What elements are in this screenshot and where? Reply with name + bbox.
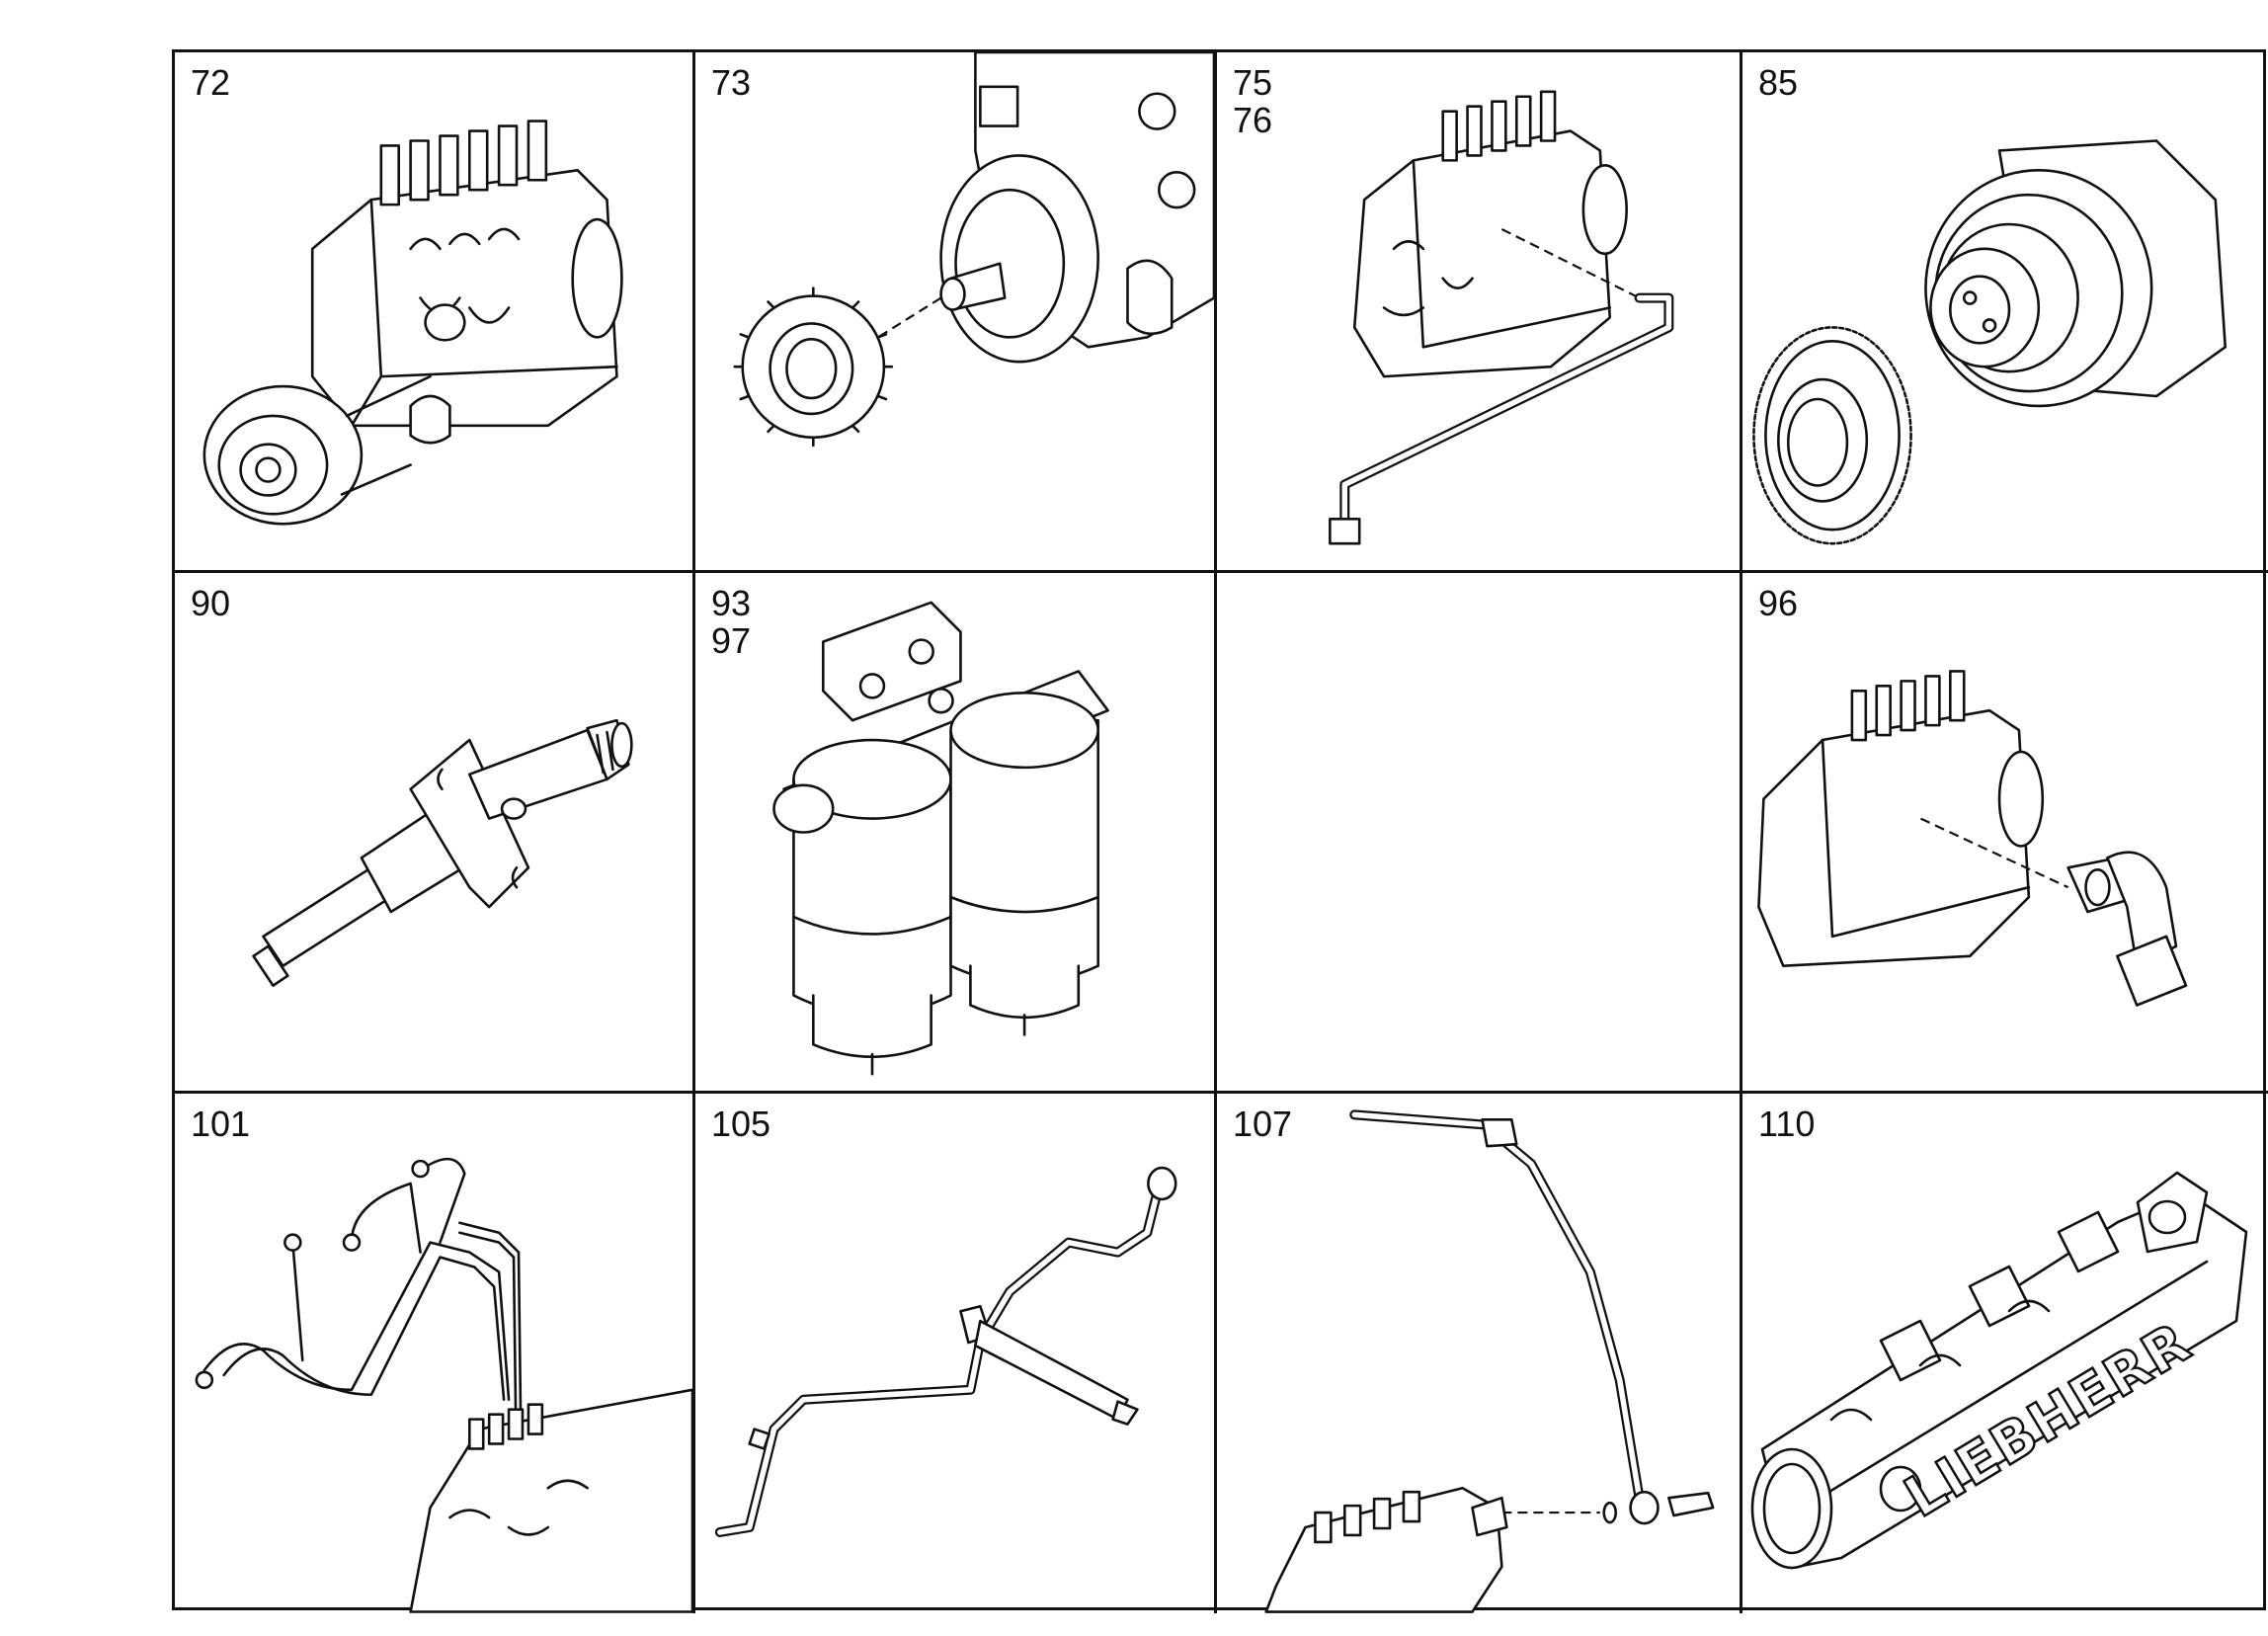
part-number: 96	[1758, 583, 1799, 623]
parts-grid: 72	[172, 49, 2268, 1613]
cell-110: 110 LIEBHERR	[1742, 1094, 2268, 1613]
pump-with-elbow-fitting-illustration	[1742, 573, 2268, 1091]
part-number-labels: 110	[1758, 1105, 1815, 1143]
cell-93-97: 93 97	[695, 573, 1217, 1094]
part-number: 76	[1233, 100, 1273, 140]
part-number-labels: 101	[191, 1105, 250, 1143]
cell-96: 96	[1742, 573, 2268, 1094]
drive-gear-and-coupling-illustration	[1742, 52, 2268, 570]
part-number-labels: 75 76	[1233, 64, 1272, 139]
cell-105: 105	[695, 1094, 1217, 1613]
part-number: 110	[1758, 1104, 1816, 1144]
leak-off-line-with-injector-illustration	[695, 1094, 1214, 1613]
part-number-labels: 85	[1758, 64, 1798, 102]
cell-empty	[1217, 573, 1742, 1094]
part-number: 93	[711, 583, 752, 623]
part-number-labels: 107	[1233, 1105, 1292, 1143]
part-number: 72	[191, 62, 231, 103]
injection-pump-illustration	[175, 52, 692, 570]
return-line-illustration	[1217, 1094, 1740, 1613]
cell-107: 107	[1217, 1094, 1742, 1613]
part-number: 85	[1758, 62, 1799, 103]
part-number: 105	[711, 1104, 771, 1144]
cell-90: 90	[175, 573, 695, 1094]
part-number: 101	[191, 1104, 251, 1144]
part-number-labels: 93 97	[711, 585, 751, 660]
part-number: 107	[1233, 1104, 1293, 1144]
part-number-labels: 72	[191, 64, 230, 102]
cell-85: 85	[1742, 52, 2268, 573]
cell-72: 72	[175, 52, 695, 573]
part-number: 73	[711, 62, 752, 103]
part-number: 75	[1233, 62, 1273, 103]
part-number: 97	[711, 620, 752, 661]
part-number-labels: 96	[1758, 585, 1798, 622]
cell-73: 73	[695, 52, 1217, 573]
double-fuel-filter-illustration	[695, 573, 1214, 1091]
pump-drive-gear-illustration	[695, 52, 1214, 570]
intake-manifold-illustration: LIEBHERR	[1742, 1094, 2268, 1613]
part-number-labels: 73	[711, 64, 751, 102]
injection-lines-illustration	[175, 1094, 692, 1613]
injector-nozzle-illustration	[175, 573, 692, 1091]
pump-with-fuel-line-illustration	[1217, 52, 1740, 570]
part-number-labels: 105	[711, 1105, 770, 1143]
cell-101: 101	[175, 1094, 695, 1613]
part-number-labels: 90	[191, 585, 230, 622]
cell-75-76: 75 76	[1217, 52, 1742, 573]
part-number: 90	[191, 583, 231, 623]
